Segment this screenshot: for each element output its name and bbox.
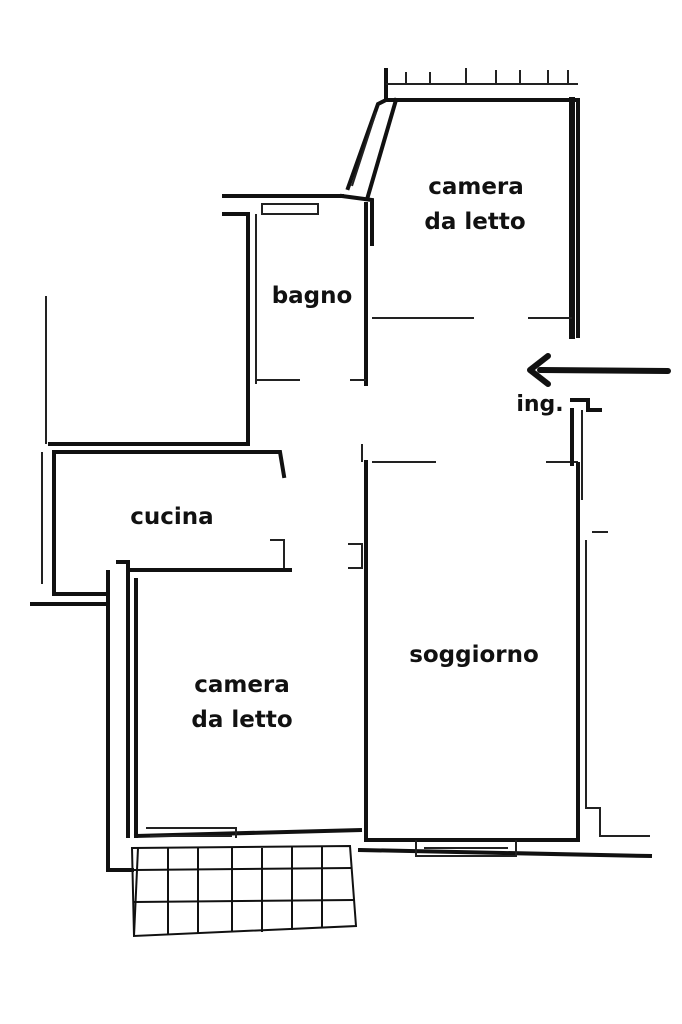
arrow-left-icon (527, 353, 671, 387)
bottom-bedroom-walls (106, 560, 363, 872)
kitchen-label: cucina (130, 504, 213, 530)
balcony-grid (130, 844, 358, 938)
living-room-walls (357, 460, 653, 859)
top-bedroom-label-line1: camera (428, 174, 524, 200)
bathroom-walls (222, 193, 374, 446)
top-bedroom-label-line2: da letto (424, 209, 525, 235)
bathroom-label: bagno (272, 283, 353, 309)
bottom-bedroom-label-line2: da letto (191, 707, 292, 733)
living-room-label: soggiorno (409, 642, 539, 668)
entrance-label: ing. (516, 392, 563, 417)
hallway-walls (348, 444, 578, 569)
kitchen-walls (30, 296, 292, 606)
top-bedroom-walls (345, 68, 580, 339)
entrance-walls (570, 398, 602, 500)
bottom-bedroom-label-line1: camera (194, 672, 290, 698)
